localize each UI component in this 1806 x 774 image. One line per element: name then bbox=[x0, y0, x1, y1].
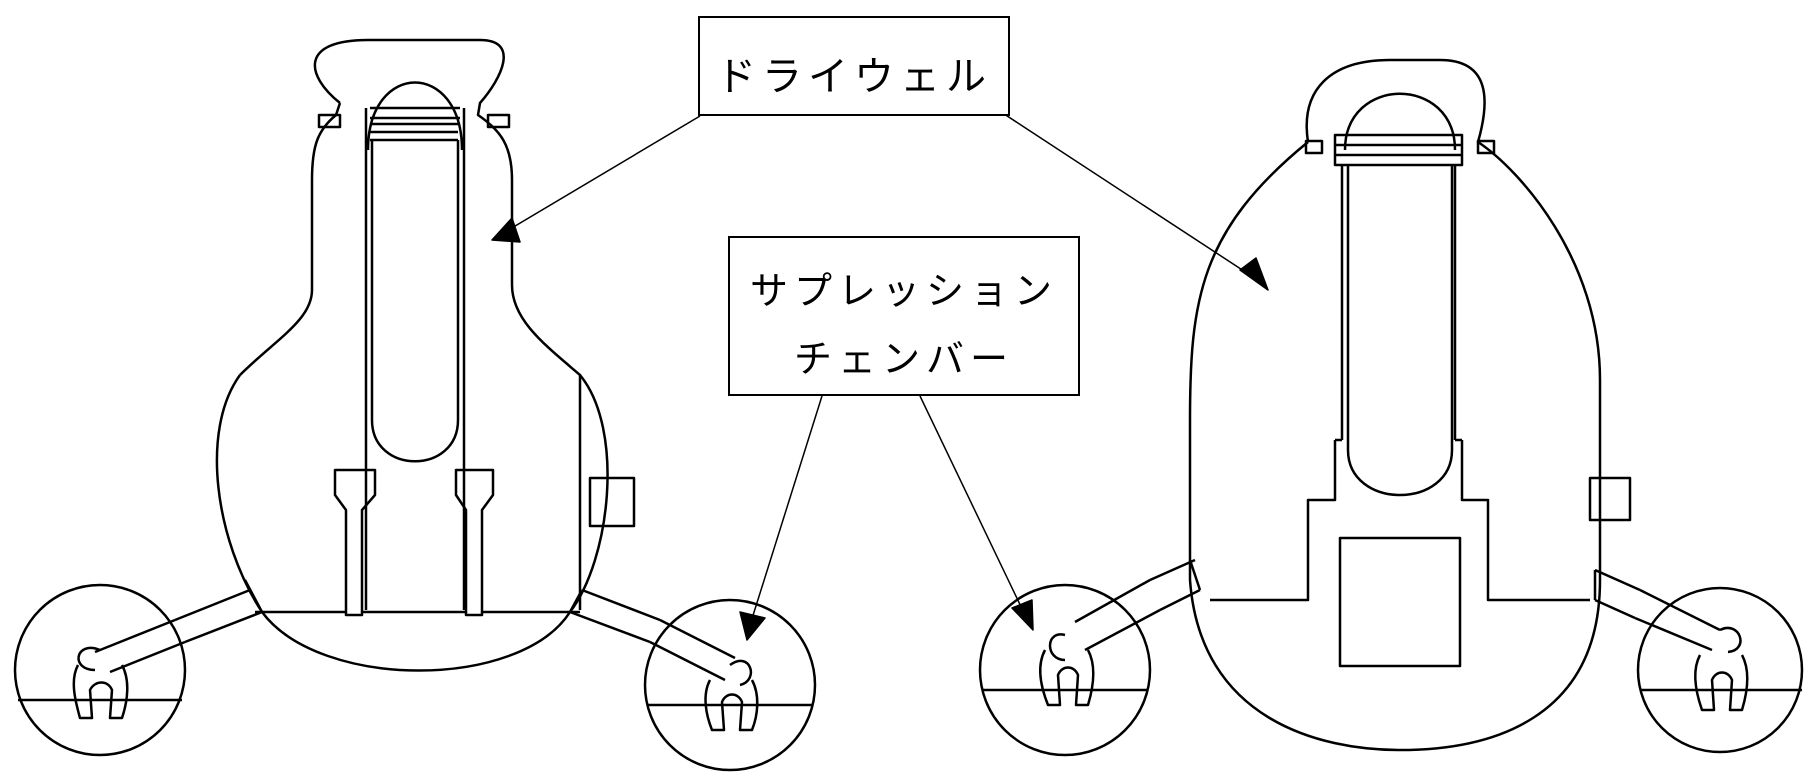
arrow-drywell-right-head bbox=[1239, 257, 1269, 291]
left-torus-l bbox=[13, 583, 187, 757]
arrow-suppression-right-head bbox=[1011, 599, 1034, 631]
left-vessel-core bbox=[370, 140, 460, 463]
arrow-suppression-left-line bbox=[749, 395, 823, 626]
left-reactor-vessel bbox=[364, 81, 466, 610]
right-drywell-shell bbox=[1188, 58, 1602, 580]
right-torus-r-header bbox=[1634, 588, 1742, 654]
left-hatch bbox=[588, 476, 636, 528]
arrow-drywell-left-line bbox=[504, 115, 701, 233]
right-flange-r bbox=[1476, 139, 1496, 155]
left-vent-pipe-l bbox=[174, 579, 264, 644]
left-torus-l-support bbox=[72, 664, 129, 720]
left-flange-r bbox=[486, 113, 511, 129]
left-torus-r-header bbox=[649, 618, 752, 687]
left-torus-l-header bbox=[77, 618, 186, 674]
right-reactor-vessel bbox=[1333, 92, 1464, 440]
suppression-label-line2: チェンバー bbox=[793, 337, 1014, 381]
right-containment bbox=[978, 58, 1804, 757]
right-core-block bbox=[1338, 536, 1462, 668]
left-torus-r bbox=[643, 598, 817, 772]
right-vent-pipe-l bbox=[1149, 558, 1202, 612]
right-torus-l-header bbox=[1048, 578, 1161, 662]
drywell-label: ドライウェル bbox=[716, 54, 992, 100]
suppression-label-line1: サプレッション bbox=[749, 269, 1058, 313]
right-flange-l bbox=[1304, 139, 1324, 155]
arrow-suppression-left-head bbox=[739, 611, 766, 641]
left-downcomer-l bbox=[333, 468, 377, 617]
right-torus-r bbox=[1636, 586, 1804, 754]
left-downcomer-r bbox=[454, 468, 495, 617]
left-containment bbox=[13, 38, 817, 772]
arrow-drywell-left-head bbox=[491, 217, 521, 243]
arrow-suppression-right-line bbox=[919, 395, 1026, 616]
right-hatch bbox=[1588, 476, 1632, 522]
right-torus-r-support bbox=[1694, 654, 1749, 712]
left-flange-l bbox=[317, 113, 342, 129]
right-vessel-core bbox=[1346, 165, 1454, 497]
left-vent-pipe-r bbox=[568, 588, 661, 644]
arrow-drywell-right-line bbox=[997, 109, 1251, 276]
drywell-label-box: ドライウェル bbox=[698, 16, 1010, 116]
right-vent-pipe-r bbox=[1593, 568, 1641, 620]
left-torus-r-support bbox=[704, 679, 759, 732]
suppression-label-box: サプレッション チェンバー bbox=[728, 236, 1080, 396]
left-drywell-shell bbox=[239, 38, 582, 610]
right-pedestal bbox=[1210, 438, 1590, 602]
right-bulb bbox=[1188, 579, 1602, 752]
left-bulb bbox=[215, 374, 609, 672]
leader-arrows bbox=[491, 109, 1269, 641]
right-torus-l bbox=[978, 583, 1152, 757]
right-torus-l-support bbox=[1039, 649, 1095, 707]
